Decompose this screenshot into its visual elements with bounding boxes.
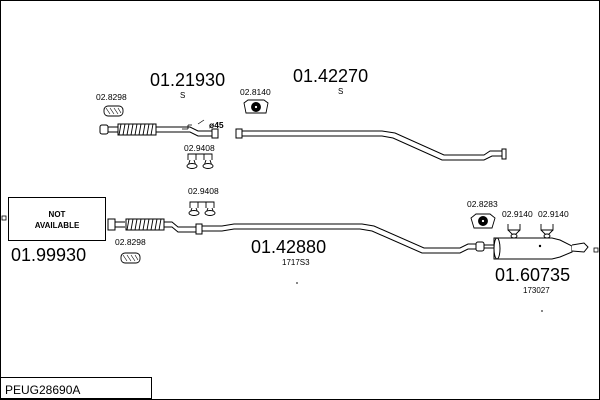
accessory-label: 02.9140 — [502, 209, 533, 219]
accessory-label: 02.9140 — [538, 209, 569, 219]
hanger-icon-rear-2 — [540, 224, 554, 239]
clamp-icon-upper — [103, 105, 124, 117]
vehicle-code-box: PEUG28690A — [0, 377, 152, 399]
part-number-front-pipe-lower: 01.99930 — [11, 245, 87, 265]
part-note-middle-pipe-lower: 1717S3 — [282, 258, 310, 267]
middle-pipe-lower — [202, 223, 478, 254]
edge-marker-left — [1, 215, 7, 221]
part-note-middle-pipe-upper: S — [338, 87, 344, 96]
not-available-box: NOT AVAILABLE — [8, 197, 106, 241]
accessory-label: 02.9408 — [188, 186, 219, 196]
front-pipe-upper — [99, 119, 219, 139]
accessory-label: 02.8298 — [96, 92, 127, 102]
rear-silencer — [475, 237, 589, 260]
middle-pipe-upper — [235, 128, 507, 161]
not-available-line1: NOT — [48, 210, 66, 219]
gasket-icon-rear — [470, 213, 496, 229]
part-note-front-pipe-upper: S — [180, 91, 186, 100]
front-pipe-lower — [107, 218, 203, 235]
hanger-icon-upper — [186, 153, 214, 169]
gasket-icon-upper — [243, 99, 269, 114]
edge-marker-right — [593, 247, 599, 253]
part-note-rear-silencer: 173027 — [523, 286, 550, 295]
diameter-label: ø45 — [209, 120, 224, 130]
leader-dot — [296, 282, 298, 284]
not-available-line2: AVAILABLE — [34, 221, 80, 230]
part-number-middle-pipe-upper: 01.42270 — [293, 66, 369, 86]
leader-dot — [541, 310, 543, 312]
accessory-label: 02.8298 — [115, 237, 146, 247]
clamp-icon-lower — [120, 252, 141, 264]
part-number-front-pipe-upper: 01.21930 — [150, 70, 226, 90]
part-number-middle-pipe-lower: 01.42880 — [251, 237, 327, 257]
part-number-rear-silencer: 01.60735 — [495, 265, 571, 285]
accessory-label: 02.8140 — [240, 87, 271, 97]
vehicle-code: PEUG28690A — [5, 383, 81, 397]
hanger-icon-lower — [188, 201, 216, 216]
accessory-label: 02.8283 — [467, 199, 498, 209]
accessory-label: 02.9408 — [184, 143, 215, 153]
hanger-icon-rear-1 — [507, 224, 521, 239]
